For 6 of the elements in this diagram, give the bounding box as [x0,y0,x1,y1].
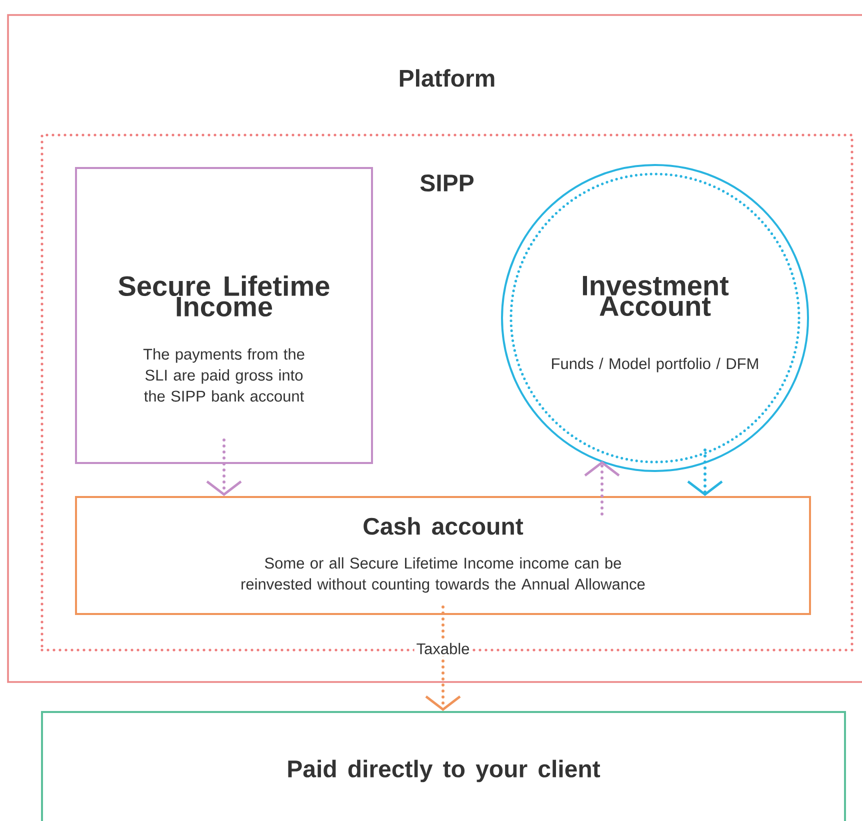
box-box: Secure Lifetime Income The payments from the SLI are paid gross into the SIPP bank account [75,167,373,464]
arrow [425,606,461,711]
box-box: Cash account Some or all Secure Lifetime Income income can be reinvested without counting towards the Annual Allowance [75,496,811,615]
box-box: Paid directly to your client [41,711,846,821]
edge-label: Taxable [414,640,472,656]
circle-node: Investment Account Funds / Model portfolio / DFM [501,164,809,472]
